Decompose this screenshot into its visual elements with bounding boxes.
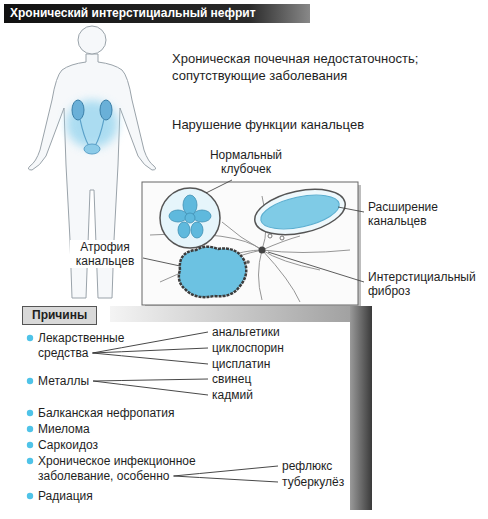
connector-line [93, 353, 209, 364]
microscopy-panel [142, 182, 358, 305]
cause-item: Саркоидоз [38, 438, 98, 453]
cause-item: Балканская нефропатия [38, 406, 175, 421]
title-band [4, 4, 310, 23]
cell-dot [268, 234, 272, 238]
node-text: Балканская нефропатия [38, 406, 175, 420]
cause-subitem: кадмий [212, 388, 253, 403]
kidney-glow [66, 100, 118, 148]
cause-subitem: туберкулёз [282, 475, 344, 490]
dilated-tubule [251, 182, 350, 242]
annotation-text: Нарушение функции канальцев [172, 116, 364, 133]
bullet-dot [27, 410, 33, 416]
atrophic-tubule [179, 247, 246, 297]
node-text: Причины [32, 308, 87, 322]
bladder [84, 144, 100, 154]
node-text: Лекарственные средства [38, 331, 124, 360]
node-text: Металлы [38, 374, 89, 388]
cause-subitem: рефлюкс [282, 459, 332, 474]
node-text: Радиация [38, 489, 93, 503]
figure-head [78, 26, 106, 54]
glomerular-tuft [169, 195, 211, 238]
shade-band [110, 306, 372, 322]
bullet-dot [27, 442, 33, 448]
glomerulus [160, 188, 220, 248]
callout-label: Интерстициальный фиброз [368, 270, 484, 298]
cause-item: Лекарственные средства [38, 331, 138, 361]
connector-line [174, 476, 278, 482]
cell-dot [246, 260, 250, 264]
node-text: циклоспорин [212, 341, 284, 355]
cause-subitem: циклоспорин [212, 341, 284, 356]
ureter [80, 119, 104, 146]
cause-item: Радиация [38, 489, 93, 504]
title-text: Хронический интерстициальный нефрит [10, 5, 256, 21]
callout-label: Расширение канальцев [368, 200, 480, 228]
cause-subitem: свинец [212, 372, 251, 387]
node-text: рефлюкс [282, 459, 332, 473]
cause-subitem: цисплатин [212, 357, 270, 372]
callout-label: Нормальный клубочек [196, 148, 296, 176]
cause-item: Миелома [38, 422, 90, 437]
kidney [100, 100, 112, 120]
connector-line [93, 381, 208, 395]
node-text: анальгетики [212, 325, 280, 339]
node-text: свинец [212, 372, 251, 386]
node-text: цисплатин [212, 357, 270, 371]
heading-box: Причины [22, 306, 97, 325]
annotation-text: Хроническая почечная недостаточность; со… [172, 50, 462, 84]
kidney [72, 100, 84, 120]
leader-lines [143, 180, 364, 282]
callout-label: Атрофия канальцев [70, 240, 140, 268]
bullet-dot [27, 335, 33, 341]
cell-dot [280, 236, 284, 240]
shade-band [350, 306, 372, 510]
bullet-dot [27, 493, 33, 499]
node-text: Хроническое инфекционное заболевание, ос… [38, 454, 196, 483]
bullet-dot [27, 426, 33, 432]
node-text: туберкулёз [282, 475, 344, 489]
fibrosis-focus [259, 247, 266, 254]
cause-subitem: анальгетики [212, 325, 280, 340]
human-figure [28, 54, 155, 298]
node-text: Миелома [38, 422, 90, 436]
bullet-dot [27, 458, 33, 464]
node-text: Саркоидоз [38, 438, 98, 452]
connector-line [93, 379, 208, 381]
cause-item: Металлы [38, 374, 89, 389]
connector-line [93, 348, 209, 353]
cause-item: Хроническое инфекционное заболевание, ос… [38, 454, 198, 484]
bullet-dot [27, 378, 33, 384]
node-text: кадмий [212, 388, 253, 402]
